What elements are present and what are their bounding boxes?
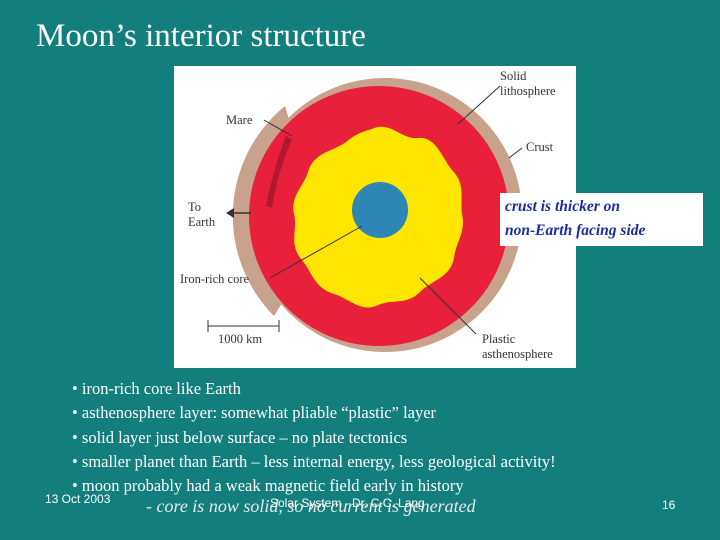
moon-cross-section xyxy=(207,78,523,352)
footer-center: Solar System - Dr. C.C. Lang xyxy=(270,496,425,510)
core xyxy=(352,182,408,238)
label-crust: Crust xyxy=(526,140,554,154)
label-to-earth: To Earth xyxy=(188,200,216,229)
bullet-item: • smaller planet than Earth – less inter… xyxy=(72,451,556,471)
bullet-list: • iron-rich core like Earth • asthenosph… xyxy=(72,377,556,498)
label-scale: 1000 km xyxy=(218,332,263,346)
callout-line-1: crust is thicker on xyxy=(505,198,620,215)
label-plastic-asthenosphere: Plastic asthenosphere xyxy=(482,332,553,361)
label-iron-rich-core: Iron-rich core xyxy=(180,272,250,286)
mare-patch xyxy=(266,136,292,208)
slide-title: Moon’s interior structure xyxy=(36,18,366,54)
label-mare: Mare xyxy=(226,113,253,127)
leader-crust xyxy=(508,147,523,159)
leader-mare xyxy=(263,119,293,137)
bullet-item: • solid layer just below surface – no pl… xyxy=(72,427,408,447)
bullet-item: • moon probably had a weak magnetic fiel… xyxy=(72,476,464,496)
moon-interior-diagram: Solid lithosphere Mare Crust To Earth Ir… xyxy=(174,66,576,368)
bullet-item: • asthenosphere layer: somewhat pliable … xyxy=(72,403,437,423)
to-earth-arrow-icon xyxy=(226,208,234,218)
sub-bullet: - core is now solid, so no current is ge… xyxy=(146,496,476,516)
callout-line-2: non-Earth facing side xyxy=(505,222,646,239)
leader-solid-lithosphere xyxy=(457,85,501,125)
leader-plastic xyxy=(419,277,477,335)
footer-date: 13 Oct 2003 xyxy=(45,492,111,506)
leader-core xyxy=(269,225,363,279)
footer-page-number: 16 xyxy=(662,498,676,512)
label-solid-lithosphere: Solid lithosphere xyxy=(500,69,556,98)
bullet-item: • iron-rich core like Earth xyxy=(72,379,241,398)
callout-box: crust is thicker on non-Earth facing sid… xyxy=(500,193,703,246)
